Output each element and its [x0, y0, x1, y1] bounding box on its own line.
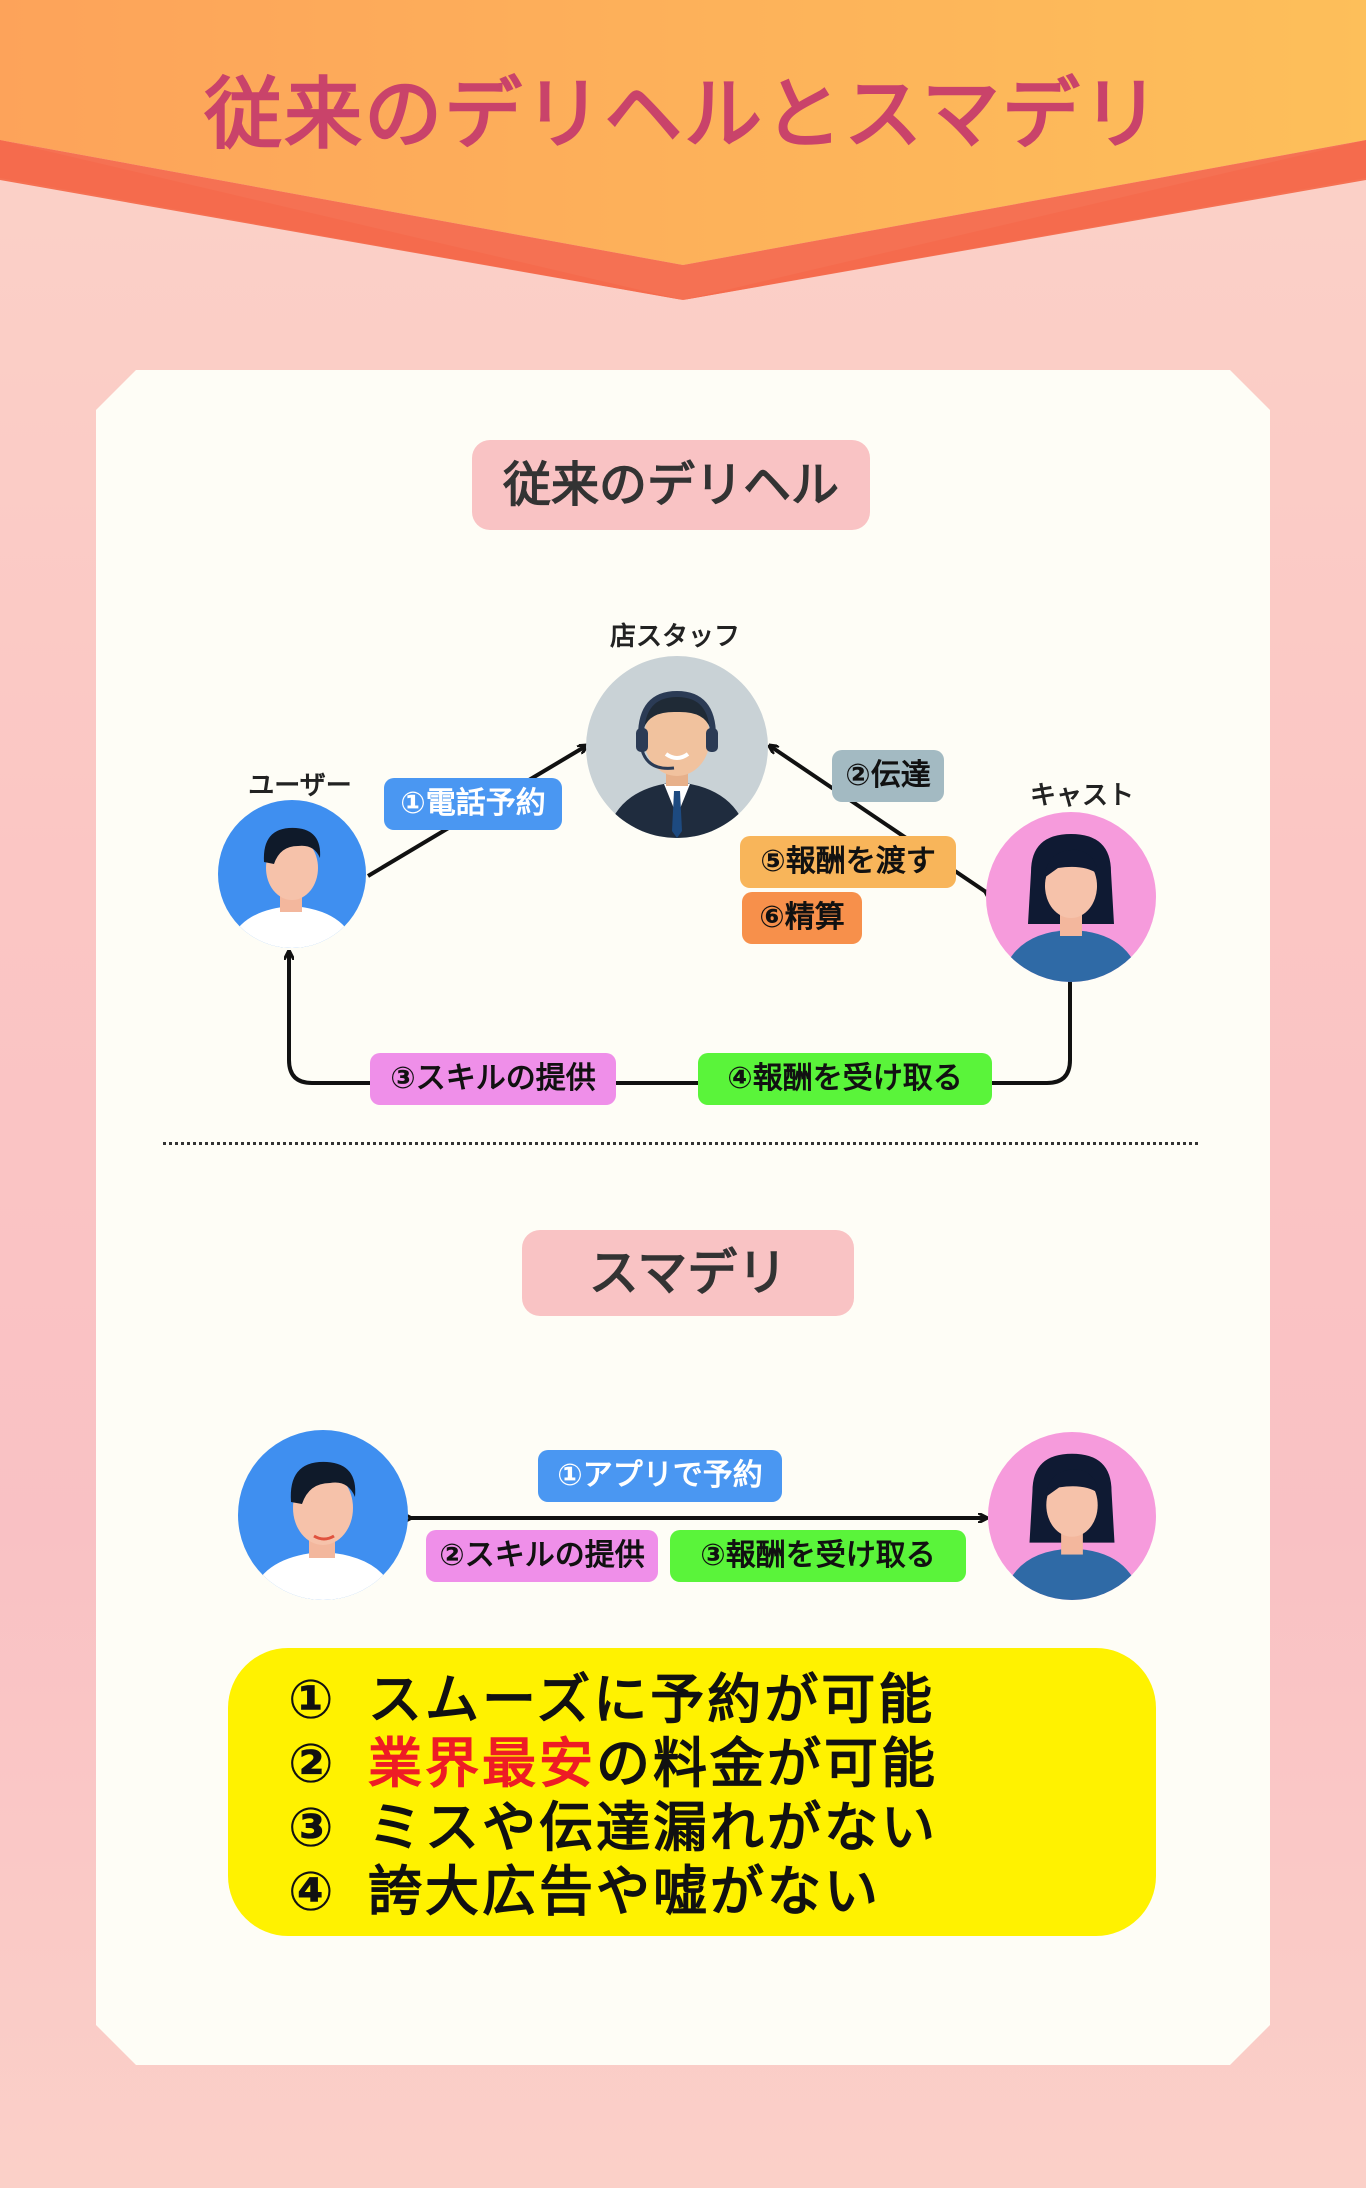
- benefit-3-number: ③: [288, 1796, 337, 1859]
- tag-phone-booking: ①電話予約: [384, 778, 562, 830]
- benefit-2: ② 業界最安の料金が可能: [288, 1732, 938, 1796]
- benefit-4-text: 誇大広告や嘘がない: [368, 1860, 881, 1923]
- tag-skill: ③スキルの提供: [370, 1053, 616, 1105]
- tag-pass-fee: ⑤報酬を渡す: [740, 836, 956, 888]
- cast-avatar: [986, 812, 1156, 982]
- benefit-1-text: スムーズに予約が可能: [368, 1668, 936, 1731]
- benefit-3-text: ミスや伝達漏れがない: [368, 1796, 938, 1859]
- benefit-1: ① スムーズに予約が可能: [288, 1668, 935, 1732]
- benefit-4: ④ 誇大広告や嘘がない: [288, 1860, 881, 1924]
- tag-app-booking: ①アプリで予約: [538, 1450, 782, 1502]
- benefits-box: ① スムーズに予約が可能 ② 業界最安の料金が可能 ③ ミスや伝達漏れがない ④ 誇大広…: [228, 1648, 1156, 1936]
- smadeli-cast-avatar: [988, 1432, 1156, 1600]
- arrow-cast-to-user: [289, 952, 1072, 1085]
- header-banner: [0, 0, 1366, 300]
- banner-orange-chevron: [0, 0, 1366, 265]
- banner-red-stripe: [0, 140, 1366, 300]
- user-avatar: [218, 800, 366, 948]
- benefit-4-number: ④: [288, 1860, 337, 1923]
- benefit-1-number: ①: [288, 1668, 337, 1731]
- tag-receive-fee: ④報酬を受け取る: [698, 1053, 992, 1105]
- benefit-2-number: ②: [288, 1732, 337, 1795]
- smadeli-heading: スマデリ: [522, 1230, 854, 1316]
- cast-label: キャスト: [1029, 781, 1134, 811]
- benefit-2-highlight: 業界最安: [368, 1732, 596, 1795]
- staff-avatar: [586, 656, 768, 838]
- tag-smadeli-skill: ②スキルの提供: [426, 1530, 658, 1582]
- benefit-2-text: の料金が可能: [596, 1732, 938, 1795]
- section-divider: [163, 1142, 1198, 1145]
- page-title: 従来のデリヘルとスマデリ: [204, 70, 1162, 160]
- traditional-heading: 従来のデリヘル: [472, 440, 870, 530]
- staff-label: 店スタッフ: [609, 622, 740, 652]
- tag-relay: ②伝達: [832, 750, 944, 802]
- benefit-3: ③ ミスや伝達漏れがない: [288, 1796, 938, 1860]
- user-label: ユーザー: [248, 771, 352, 801]
- smadeli-user-avatar: [238, 1430, 408, 1600]
- tag-smadeli-receive-fee: ③報酬を受け取る: [670, 1530, 966, 1582]
- tag-settle: ⑥精算: [742, 892, 862, 944]
